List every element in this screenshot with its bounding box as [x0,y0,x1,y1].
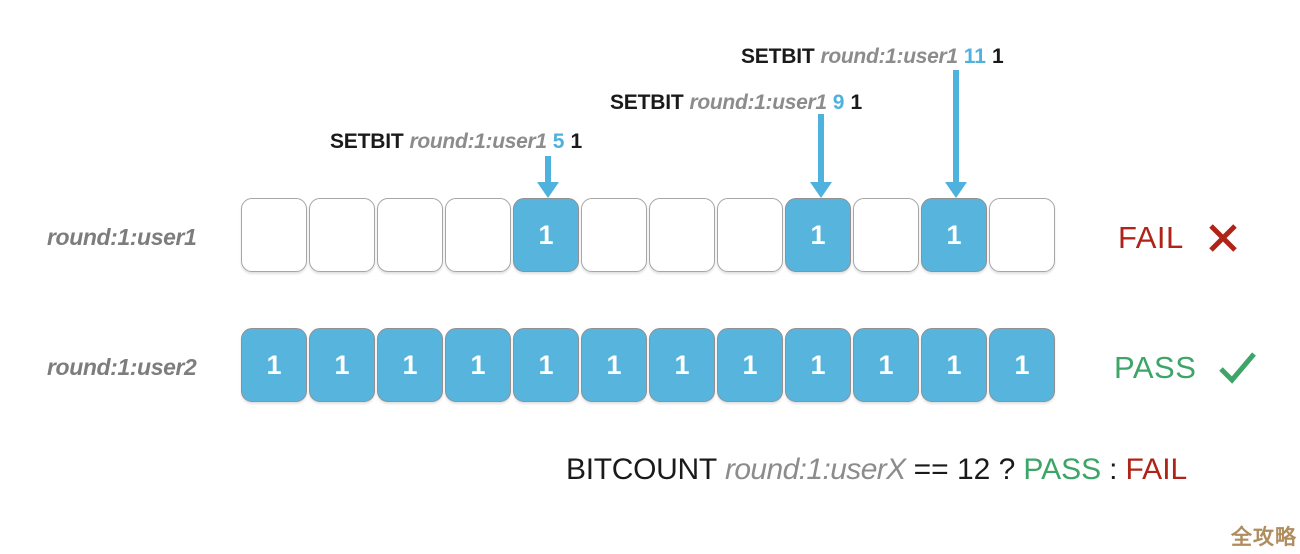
bit-cell: 1 [309,328,375,402]
bit-value-label: 1 [470,349,486,380]
setbit-key-label: round:1:user1 [689,91,827,114]
bitcount-separator-label: : [1109,453,1118,486]
setbit-value-label: 1 [991,45,1004,68]
bitcount-fail-label: FAIL [1125,453,1188,486]
bit-cell [989,198,1055,272]
bit-cell: 1 [513,198,579,272]
bit-grid-user1: 1 1 1 [241,198,1055,272]
bit-cell [377,198,443,272]
bit-cell [445,198,511,272]
arrow-to-bit-5 [537,156,559,198]
bit-value-label: 1 [810,349,826,380]
setbit-value-label: 1 [850,91,863,114]
bit-cell: 1 [445,328,511,402]
watermark: 全攻略 [1231,526,1297,549]
row-label-user2: round:1:user2 [47,354,197,380]
bit-value-label: 1 [266,349,282,380]
setbit-command-label: SETBIT [330,130,404,153]
bit-value-label: 1 [402,349,418,380]
bit-value-label: 1 [606,349,622,380]
bit-cell: 1 [717,328,783,402]
bit-value-label: 1 [538,219,554,250]
bit-cell: 1 [649,328,715,402]
bit-cell [241,198,307,272]
arrow-to-bit-11 [945,70,967,198]
bitcount-pass-label: PASS [1023,453,1102,486]
setbit-key-label: round:1:user1 [820,45,958,68]
setbit-index-label: 11 [963,45,986,68]
setbit-value-label: 1 [570,130,583,153]
bit-cell: 1 [853,328,919,402]
verdict-user2: PASS [1114,350,1258,386]
bit-cell: 1 [921,198,987,272]
verdict-label-fail: FAIL [1118,220,1184,255]
bit-cell [309,198,375,272]
bitcount-command-label: BITCOUNT [566,453,717,486]
bit-cell: 1 [989,328,1055,402]
bit-value-label: 1 [1014,349,1030,380]
bit-value-label: 1 [538,349,554,380]
check-icon [1218,351,1258,385]
verdict-label-pass: PASS [1114,350,1197,385]
setbit-command-label: SETBIT [610,91,684,114]
bit-cell: 1 [921,328,987,402]
setbit-key-label: round:1:user1 [409,130,547,153]
bit-grid-user2: 1 1 1 1 1 1 1 1 1 1 1 1 [241,328,1055,402]
bit-cell [581,198,647,272]
bit-value-label: 1 [674,349,690,380]
bit-cell [853,198,919,272]
bit-cell: 1 [241,328,307,402]
bit-cell: 1 [785,198,851,272]
bitcount-key-label: round:1:userX [724,453,906,486]
bit-cell [649,198,715,272]
bit-cell: 1 [785,328,851,402]
cross-icon [1206,221,1240,255]
bit-value-label: 1 [334,349,350,380]
bit-cell [717,198,783,272]
arrow-to-bit-9 [810,114,832,198]
bit-cell: 1 [581,328,647,402]
setbit-index-label: 9 [832,91,845,114]
bit-cell: 1 [513,328,579,402]
setbit-command-label: SETBIT [741,45,815,68]
row-label-user1: round:1:user1 [47,224,197,250]
bit-value-label: 1 [742,349,758,380]
bit-value-label: 1 [878,349,894,380]
bit-cell: 1 [377,328,443,402]
verdict-user1: FAIL [1118,220,1240,256]
bit-value-label: 1 [810,219,826,250]
bit-value-label: 1 [946,219,962,250]
bit-value-label: 1 [946,349,962,380]
setbit-index-label: 5 [552,130,565,153]
bitcount-operator-label: == 12 ? [913,453,1016,486]
